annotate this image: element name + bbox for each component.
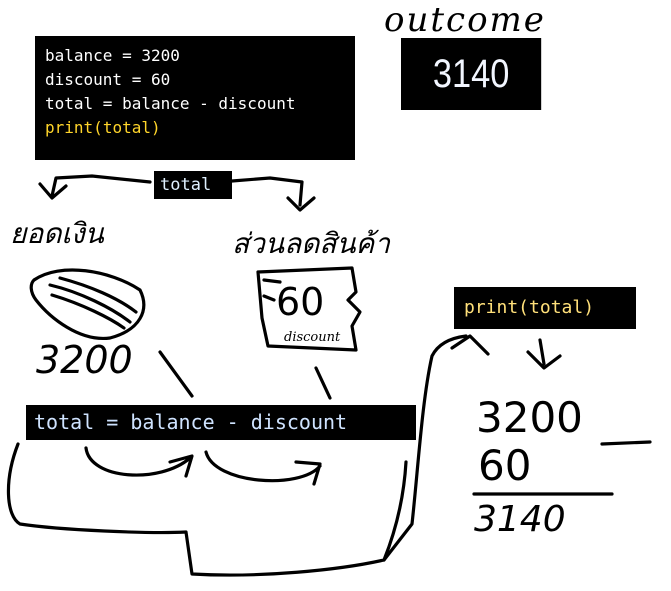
arith-minus-number: 60 <box>478 441 532 490</box>
code-op: = <box>93 94 123 113</box>
code-var-balance: balance <box>45 46 113 65</box>
equation-text: total = balance - discount <box>34 410 348 434</box>
coupon-value: 60 <box>276 280 325 324</box>
print-box: print(total) <box>454 287 636 329</box>
code-line-discount: discount = 60 <box>45 68 345 92</box>
code-expression: balance - discount <box>122 94 296 113</box>
wallet-sketch <box>29 268 146 340</box>
output-value: 3140 <box>432 51 510 96</box>
code-block: balance = 3200 discount = 60 total = bal… <box>35 36 355 160</box>
connector-balance <box>158 350 194 398</box>
coupon-caption: discount <box>284 330 341 345</box>
outcome-heading: outcome <box>384 0 546 40</box>
arrow-print-down <box>526 338 562 370</box>
loop-to-print <box>6 442 408 577</box>
code-op: = <box>112 46 142 65</box>
code-value-discount: 60 <box>150 70 171 89</box>
loop-to-print-2 <box>382 334 490 562</box>
arith-top-number: 3200 <box>476 393 583 442</box>
code-op: = <box>122 70 151 89</box>
curve-arrow-2 <box>204 450 322 486</box>
balance-value: 3200 <box>36 338 133 382</box>
math-underline-top <box>600 440 652 446</box>
code-paren-close: ) <box>150 118 161 137</box>
arith-result-number: 3140 <box>474 499 566 540</box>
equation-box: total = balance - discount <box>26 405 416 440</box>
label-discount-word: ส่วนลดสินค้า <box>232 227 390 260</box>
variable-tag-label: total <box>160 175 212 195</box>
print-statement: print(total) <box>464 297 595 318</box>
output-value-box: 3140 <box>401 38 542 110</box>
code-line-total: total = balance - discount <box>45 92 345 116</box>
arrow-right-branch <box>230 176 316 212</box>
code-var-discount: discount <box>45 70 123 89</box>
code-line-balance: balance = 3200 <box>45 44 345 68</box>
code-print-keyword: print <box>45 118 94 137</box>
code-paren-open: ( <box>93 118 103 137</box>
connector-discount <box>314 366 332 400</box>
variable-tag-total: total <box>154 171 232 199</box>
code-value-balance: 3200 <box>141 46 180 65</box>
arrow-left-branch <box>38 174 152 200</box>
label-balance-word: ยอดเงิน <box>10 217 104 250</box>
code-print-arg: total <box>102 118 151 137</box>
code-line-print: print(total) <box>45 116 345 140</box>
code-var-total: total <box>45 94 94 113</box>
curve-arrow-1 <box>84 446 194 478</box>
